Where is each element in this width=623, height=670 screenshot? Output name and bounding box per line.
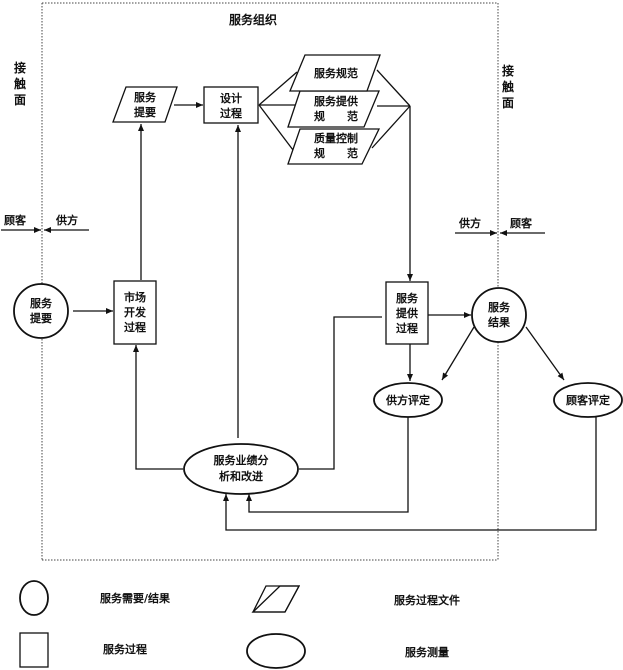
node-label: 过程 bbox=[396, 321, 418, 335]
edge-analysis-to-market bbox=[133, 345, 183, 470]
node-performance-analysis[interactable]: 服务业绩分 析和改进 bbox=[183, 443, 299, 495]
left-interface-label: 接 触 面 bbox=[14, 60, 26, 107]
rectangle-legend-icon bbox=[19, 632, 49, 668]
edges bbox=[73, 69, 597, 531]
legend-item-rectangle: 服务过程 bbox=[19, 632, 147, 668]
parallelogram-legend-icon-outline bbox=[251, 585, 301, 613]
node-label: 设计 bbox=[220, 91, 242, 105]
edge-service-spec-to-merge bbox=[376, 69, 411, 107]
interface-char: 接 bbox=[14, 60, 26, 75]
interface-char: 面 bbox=[14, 93, 26, 107]
node-label: 质量控制 bbox=[314, 131, 358, 145]
node-label: 服务 bbox=[396, 291, 419, 305]
edge-result-to-supplier-assessment bbox=[441, 326, 475, 381]
node-market-dev-process[interactable]: 市场 开发 过程 bbox=[113, 280, 157, 345]
left-customer-label: 顾客 bbox=[4, 213, 27, 227]
node-label: 结果 bbox=[487, 315, 510, 329]
circle-legend-icon bbox=[19, 580, 49, 616]
node-label: 服务规范 bbox=[314, 66, 358, 80]
organization-title: 服务组织 bbox=[229, 12, 277, 27]
interface-char: 面 bbox=[502, 96, 514, 110]
node-label: 析和改进 bbox=[219, 469, 263, 483]
edge-customer-assessment-to-analysis bbox=[223, 417, 597, 531]
node-label: 服务提供 bbox=[314, 94, 358, 108]
node-design-process[interactable]: 设计 过程 bbox=[203, 86, 259, 124]
node-label: 供方评定 bbox=[385, 393, 430, 407]
node-label: 提要 bbox=[30, 311, 52, 325]
node-service-delivery-spec[interactable]: 服务提供 规 范 bbox=[287, 90, 380, 128]
left-interface-divider: 顾客 供方 bbox=[1, 213, 89, 233]
node-label: 开发 bbox=[124, 305, 147, 319]
right-supplier-label: 供方 bbox=[458, 216, 481, 230]
legend: 服务需要/结果 服务过程文件 服务过程 服务测量 bbox=[19, 580, 460, 669]
node-customer-assessment[interactable]: 顾客评定 bbox=[553, 382, 623, 418]
legend-label: 服务测量 bbox=[405, 645, 449, 659]
node-label: 提供 bbox=[396, 306, 418, 320]
node-label: 提要 bbox=[134, 105, 156, 119]
ellipse-legend-icon bbox=[246, 633, 306, 669]
node-label: 过程 bbox=[220, 106, 242, 120]
right-interface-divider: 供方 顾客 bbox=[455, 216, 545, 236]
node-supplier-assessment[interactable]: 供方评定 bbox=[373, 382, 443, 418]
node-quality-control-spec[interactable]: 质量控制 规 范 bbox=[287, 128, 381, 165]
node-service-brief-doc[interactable]: 服务 提要 bbox=[112, 86, 178, 123]
edge-design-to-qc-spec bbox=[258, 104, 294, 151]
node-label: 服务 bbox=[30, 296, 53, 310]
node-service-delivery-process[interactable]: 服务 提供 过程 bbox=[385, 281, 429, 345]
right-interface-label: 接 触 面 bbox=[502, 63, 514, 110]
legend-label: 服务过程 bbox=[103, 642, 147, 656]
edge-design-to-service-spec bbox=[258, 71, 298, 106]
right-customer-label: 顾客 bbox=[510, 216, 533, 230]
edge-result-to-customer-assessment bbox=[525, 326, 565, 381]
interface-char: 触 bbox=[14, 76, 26, 91]
node-label: 过程 bbox=[124, 320, 146, 334]
left-supplier-label: 供方 bbox=[55, 213, 78, 227]
edge-supplier-assessment-to-analysis bbox=[246, 417, 409, 513]
node-service-brief-input[interactable]: 服务 提要 bbox=[13, 283, 69, 339]
node-label: 顾客评定 bbox=[566, 393, 610, 407]
legend-label: 服务需要/结果 bbox=[100, 591, 170, 605]
node-label: 服务 bbox=[488, 300, 511, 314]
legend-item-parallelogram: 服务过程文件 bbox=[251, 585, 460, 613]
node-label: 服务 bbox=[134, 90, 157, 104]
node-label: 规 范 bbox=[314, 146, 358, 160]
node-label: 市场 bbox=[124, 290, 146, 304]
service-organization-boundary bbox=[41, 2, 499, 561]
node-service-result[interactable]: 服务 结果 bbox=[471, 287, 527, 343]
edge-analysis-to-delivery bbox=[299, 316, 382, 470]
legend-item-circle: 服务需要/结果 bbox=[19, 580, 170, 616]
edge-qc-spec-to-merge bbox=[371, 105, 411, 149]
node-service-spec[interactable]: 服务规范 bbox=[289, 54, 381, 92]
node-label: 服务业绩分 bbox=[214, 453, 269, 467]
interface-char: 触 bbox=[502, 79, 514, 94]
legend-item-ellipse: 服务测量 bbox=[246, 633, 449, 669]
node-label: 规 范 bbox=[314, 109, 358, 123]
interface-char: 接 bbox=[502, 63, 514, 78]
legend-label: 服务过程文件 bbox=[394, 593, 460, 607]
